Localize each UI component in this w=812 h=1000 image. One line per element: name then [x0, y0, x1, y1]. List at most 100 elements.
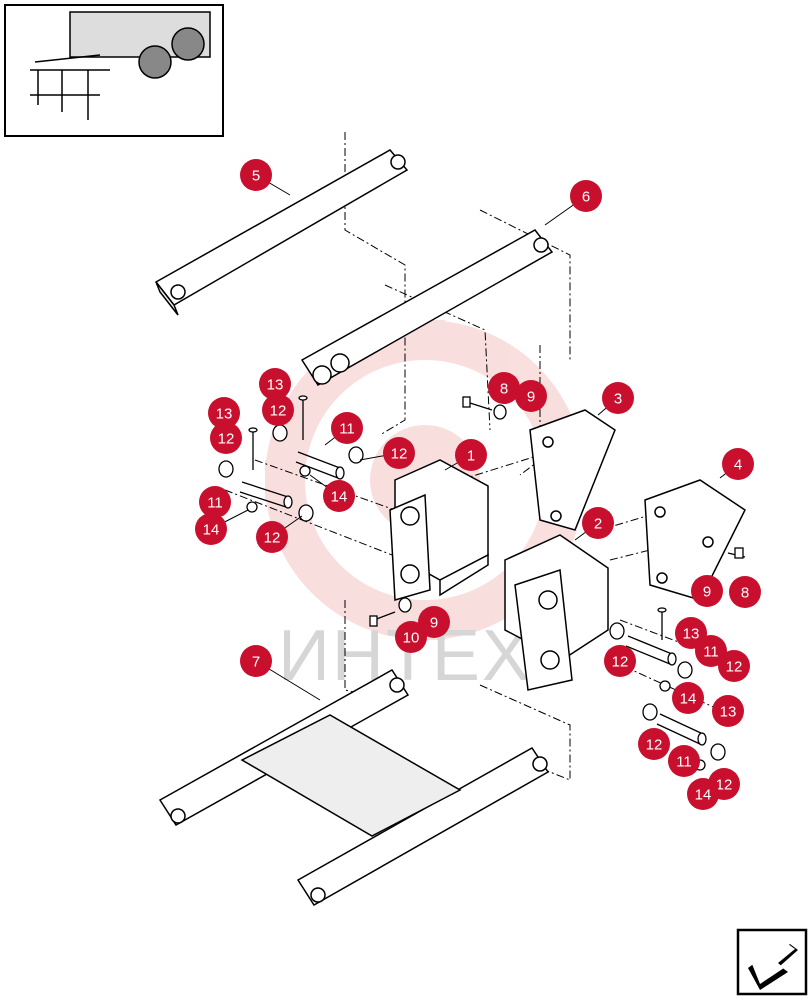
callout-marker: [210, 422, 242, 454]
callout-3: 3: [602, 382, 634, 414]
washer: [493, 404, 507, 420]
callout-6: 6: [570, 180, 602, 212]
washer: [348, 446, 364, 464]
callout-marker: [691, 575, 723, 607]
callout-label: 9: [527, 389, 535, 406]
pin-right-upper: [625, 635, 677, 666]
washer: [710, 743, 726, 761]
nut: [659, 680, 671, 692]
callout-12: 12: [256, 521, 288, 553]
callout-marker: [383, 437, 415, 469]
callout-label: 12: [391, 446, 408, 463]
next-page-button[interactable]: [736, 928, 808, 996]
callout-9: 9: [691, 575, 723, 607]
callout-label: 11: [207, 495, 223, 512]
callout-11: 11: [199, 486, 231, 518]
bolt-vertical-3: [657, 607, 667, 640]
frame-7: [158, 668, 550, 907]
callout-label: 11: [676, 754, 692, 771]
washer: [642, 703, 658, 721]
callout-label: 12: [218, 431, 235, 448]
next-page-arrow-icon: [748, 944, 798, 990]
callout-label: 1: [467, 448, 475, 465]
washer: [298, 504, 314, 522]
callout-marker: [718, 650, 750, 682]
callout-2: 2: [582, 507, 614, 539]
callout-marker: [256, 521, 288, 553]
bolt-horizontal-8-upper: [462, 396, 493, 411]
callout-marker: [602, 382, 634, 414]
callout-label: 12: [716, 777, 733, 794]
callout-marker: [695, 635, 727, 667]
callout-13: 13: [208, 397, 240, 429]
washer: [677, 661, 693, 679]
callout-marker: [488, 372, 520, 404]
callout-13: 13: [712, 695, 744, 727]
callout-8: 8: [488, 372, 520, 404]
bracket-4: [644, 479, 746, 601]
callout-10: 10: [395, 621, 427, 653]
callout-label: 8: [500, 381, 508, 398]
callout-9: 9: [418, 606, 450, 638]
callout-14: 14: [672, 682, 704, 714]
callout-label: 13: [267, 377, 284, 394]
callout-label: 12: [270, 403, 287, 420]
callout-11: 11: [331, 412, 363, 444]
callout-marker: [672, 682, 704, 714]
callout-5: 5: [240, 159, 272, 191]
callout-label: 5: [252, 168, 260, 185]
callout-marker: [195, 513, 227, 545]
callout-marker: [455, 439, 487, 471]
nut: [299, 465, 311, 477]
callout-marker: [722, 448, 754, 480]
callout-4: 4: [722, 448, 754, 480]
callout-13: 13: [259, 368, 291, 400]
callout-marker: [395, 621, 427, 653]
callout-14: 14: [323, 480, 355, 512]
callout-label: 14: [331, 489, 348, 506]
callout-label: 10: [403, 630, 420, 647]
bracket-3: [529, 409, 616, 531]
callout-label: 13: [720, 704, 737, 721]
callout-label: 4: [734, 457, 742, 474]
callout-11: 11: [695, 635, 727, 667]
callout-label: 12: [646, 737, 663, 754]
callout-label: 12: [264, 530, 281, 547]
callout-label: 3: [614, 391, 622, 408]
callout-marker: [262, 394, 294, 426]
callout-11: 11: [668, 745, 700, 777]
washer: [272, 424, 288, 442]
callout-marker: [638, 728, 670, 760]
hardware-parts: [218, 395, 746, 771]
callout-label: 11: [703, 644, 719, 661]
washer: [398, 597, 412, 613]
callout-marker: [515, 380, 547, 412]
callout-label: 13: [683, 626, 700, 643]
callout-8: 8: [729, 576, 761, 608]
callout-12: 12: [604, 645, 636, 677]
callout-marker: [199, 486, 231, 518]
callout-14: 14: [687, 778, 719, 810]
callout-12: 12: [718, 650, 750, 682]
link-bar-6: [300, 229, 554, 387]
callout-9: 9: [515, 380, 547, 412]
callout-label: 14: [680, 691, 697, 708]
callout-label: 9: [430, 615, 438, 632]
bolt-vertical-2: [298, 395, 308, 440]
callout-marker: [208, 397, 240, 429]
grader-ripper-thumbnail: [30, 11, 211, 120]
bolt-horizontal-8-right: [727, 547, 746, 559]
bolt-horizontal-8-lower: [369, 611, 396, 627]
callout-label: 7: [252, 654, 260, 671]
bracket-1: [389, 459, 489, 601]
callout-marker: [668, 745, 700, 777]
nut: [246, 501, 258, 513]
pin-lower: [239, 481, 293, 509]
callout-marker: [259, 368, 291, 400]
callout-marker: [418, 606, 450, 638]
callout-12: 12: [638, 728, 670, 760]
callout-label: 2: [594, 516, 602, 533]
callout-12: 12: [210, 422, 242, 454]
machine-thumbnail: [4, 4, 224, 137]
